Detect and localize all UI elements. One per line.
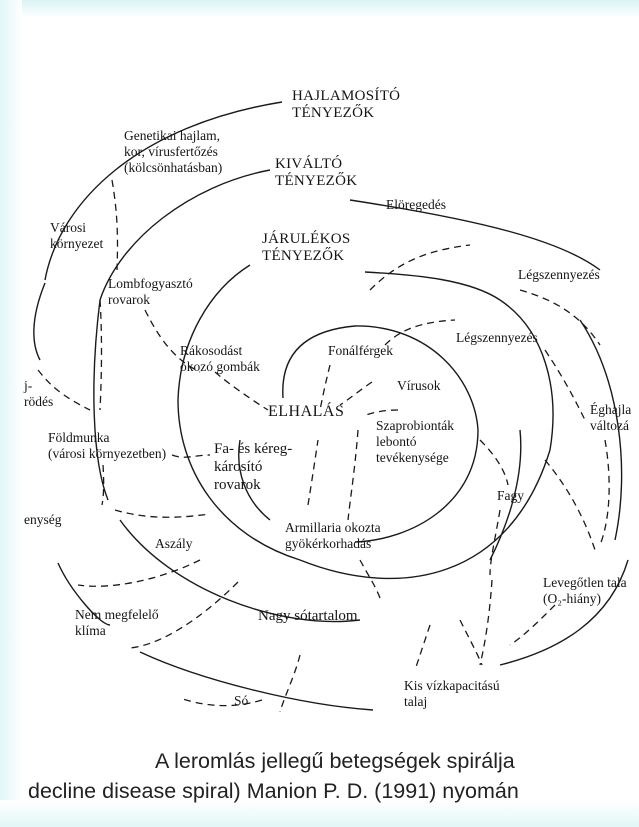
dash-salt xyxy=(179,697,263,707)
dash-frost xyxy=(479,439,509,486)
viruses-label: Vírusok xyxy=(397,378,441,393)
defoliator-label: Lombfogyasztó rovarok xyxy=(108,276,193,307)
low-water-capacity-label: Kis vízkapacitású talaj xyxy=(404,678,500,709)
nematodes-label: Fonálférgek xyxy=(328,343,393,358)
frost-label: Fagy xyxy=(497,488,524,503)
dash-highsalt xyxy=(359,559,381,599)
spiral-arc-mid-left xyxy=(177,399,301,561)
dash-left-partial xyxy=(37,369,91,411)
wood-insects-label: Fa- és kéreg- károsító rovarok xyxy=(214,441,293,493)
dash-armillaria-up xyxy=(307,439,319,506)
spiral-arc-outer-left xyxy=(33,282,46,361)
predisposing-header: HAJLAMOSÍTÓ TÉNYEZŐK xyxy=(292,88,401,121)
dash-highsalt-right xyxy=(414,624,431,671)
spiral-arc-outer-bottom2 xyxy=(139,651,374,711)
dash-drought-low xyxy=(129,581,239,649)
spiral-arc-upper xyxy=(99,169,271,301)
dash-salt-up xyxy=(279,654,301,713)
spiral-arc-mid xyxy=(177,264,251,401)
dash-left-vert xyxy=(99,299,103,411)
partial-left-label-2: enység xyxy=(24,512,62,527)
spiral-arc-right-frost xyxy=(489,429,522,561)
salt-label: Só xyxy=(234,693,249,708)
dash-armillaria xyxy=(347,429,359,521)
air-pollution-inner-label: Légszennyezés xyxy=(456,330,538,345)
spiral-arc-mid-top xyxy=(364,271,501,301)
dash-frost-down xyxy=(489,509,501,576)
dash-defoliator xyxy=(144,309,201,373)
dash-earthwork xyxy=(171,454,211,458)
caption-line-2: decline disease spiral) Manion P. D. (19… xyxy=(28,779,519,803)
dash-drought xyxy=(77,559,201,587)
spiral-arc-outer-right xyxy=(499,559,629,666)
canker-fungi-label: Rákosodást okozó gombák xyxy=(180,343,260,374)
dash-wood xyxy=(114,509,211,518)
spiral-arc-mid-right xyxy=(499,299,554,451)
spiral-arc-left xyxy=(93,299,109,501)
anoxic-soil-label: Levegőtlen tala (O₂-hiány) xyxy=(543,575,627,606)
dash-climate xyxy=(599,439,610,546)
spiral-arc-lower xyxy=(119,519,361,623)
dash-climate-down xyxy=(544,459,596,551)
air-pollution-outer-label: Légszennyezés xyxy=(518,267,600,282)
spiral-arc-inner xyxy=(282,325,479,431)
dash-aging xyxy=(369,244,471,291)
scan-edge-left xyxy=(0,0,22,827)
dash-water-left xyxy=(459,619,483,666)
urban-env-label: Városi környezet xyxy=(50,220,104,251)
aging-label: Elöregedés xyxy=(386,197,446,212)
death-label: ELHALÁS xyxy=(268,403,345,420)
spiral-arc-inner-left xyxy=(238,439,271,521)
saprobionts-label: Szaprobionták lebontó tevékenysége xyxy=(376,418,454,465)
dash-earthwork-down xyxy=(101,464,105,506)
dash-anoxic xyxy=(509,604,556,646)
caption-line-1: A leromlás jellegű betegségek spirálja xyxy=(155,749,515,773)
high-salt-label: Nagy sótartalom xyxy=(258,608,358,624)
armillaria-label: Armillaria okozta gyökérkorhadás xyxy=(285,520,381,551)
inciting-header: KIVÁLTÓ TÉNYEZŐK xyxy=(275,156,358,189)
dash-pollution-right xyxy=(544,349,586,421)
dash-sapro xyxy=(365,409,399,416)
dash-nematode xyxy=(319,364,331,411)
dash-water xyxy=(479,579,493,666)
earthwork-label: Földmunka (városi környezetben) xyxy=(48,430,167,461)
spiral-arc-far-right xyxy=(579,319,623,541)
unsuitable-climate-label: Nem megfelelő klíma xyxy=(75,607,159,638)
genetics-label: Genetikai hajlam, kor, vírusfertőzés (kö… xyxy=(124,128,223,175)
dash-pollution-outer xyxy=(519,289,601,346)
dash-virus xyxy=(339,381,373,406)
scan-edge-top xyxy=(0,0,639,18)
spiral-arc-inner-bottom xyxy=(354,429,479,543)
scan-edge-bottom xyxy=(0,800,639,827)
climate-change-label: Éghajla változá xyxy=(590,402,632,433)
drought-label: Aszály xyxy=(155,536,193,551)
spiral-arc-outer xyxy=(44,101,283,281)
partial-left-label-1: j- rödés xyxy=(24,378,54,409)
spiral-arc-right-top xyxy=(349,199,601,271)
dash-pollution-inner xyxy=(384,319,456,346)
dash-genetics xyxy=(111,179,119,271)
spiral-arc-mid-bottom xyxy=(299,449,551,580)
spiral-arc-outer-bottom xyxy=(57,562,111,626)
contributing-header: JÁRULÉKOS TÉNYEZŐK xyxy=(262,231,351,264)
dash-canker xyxy=(214,371,269,411)
